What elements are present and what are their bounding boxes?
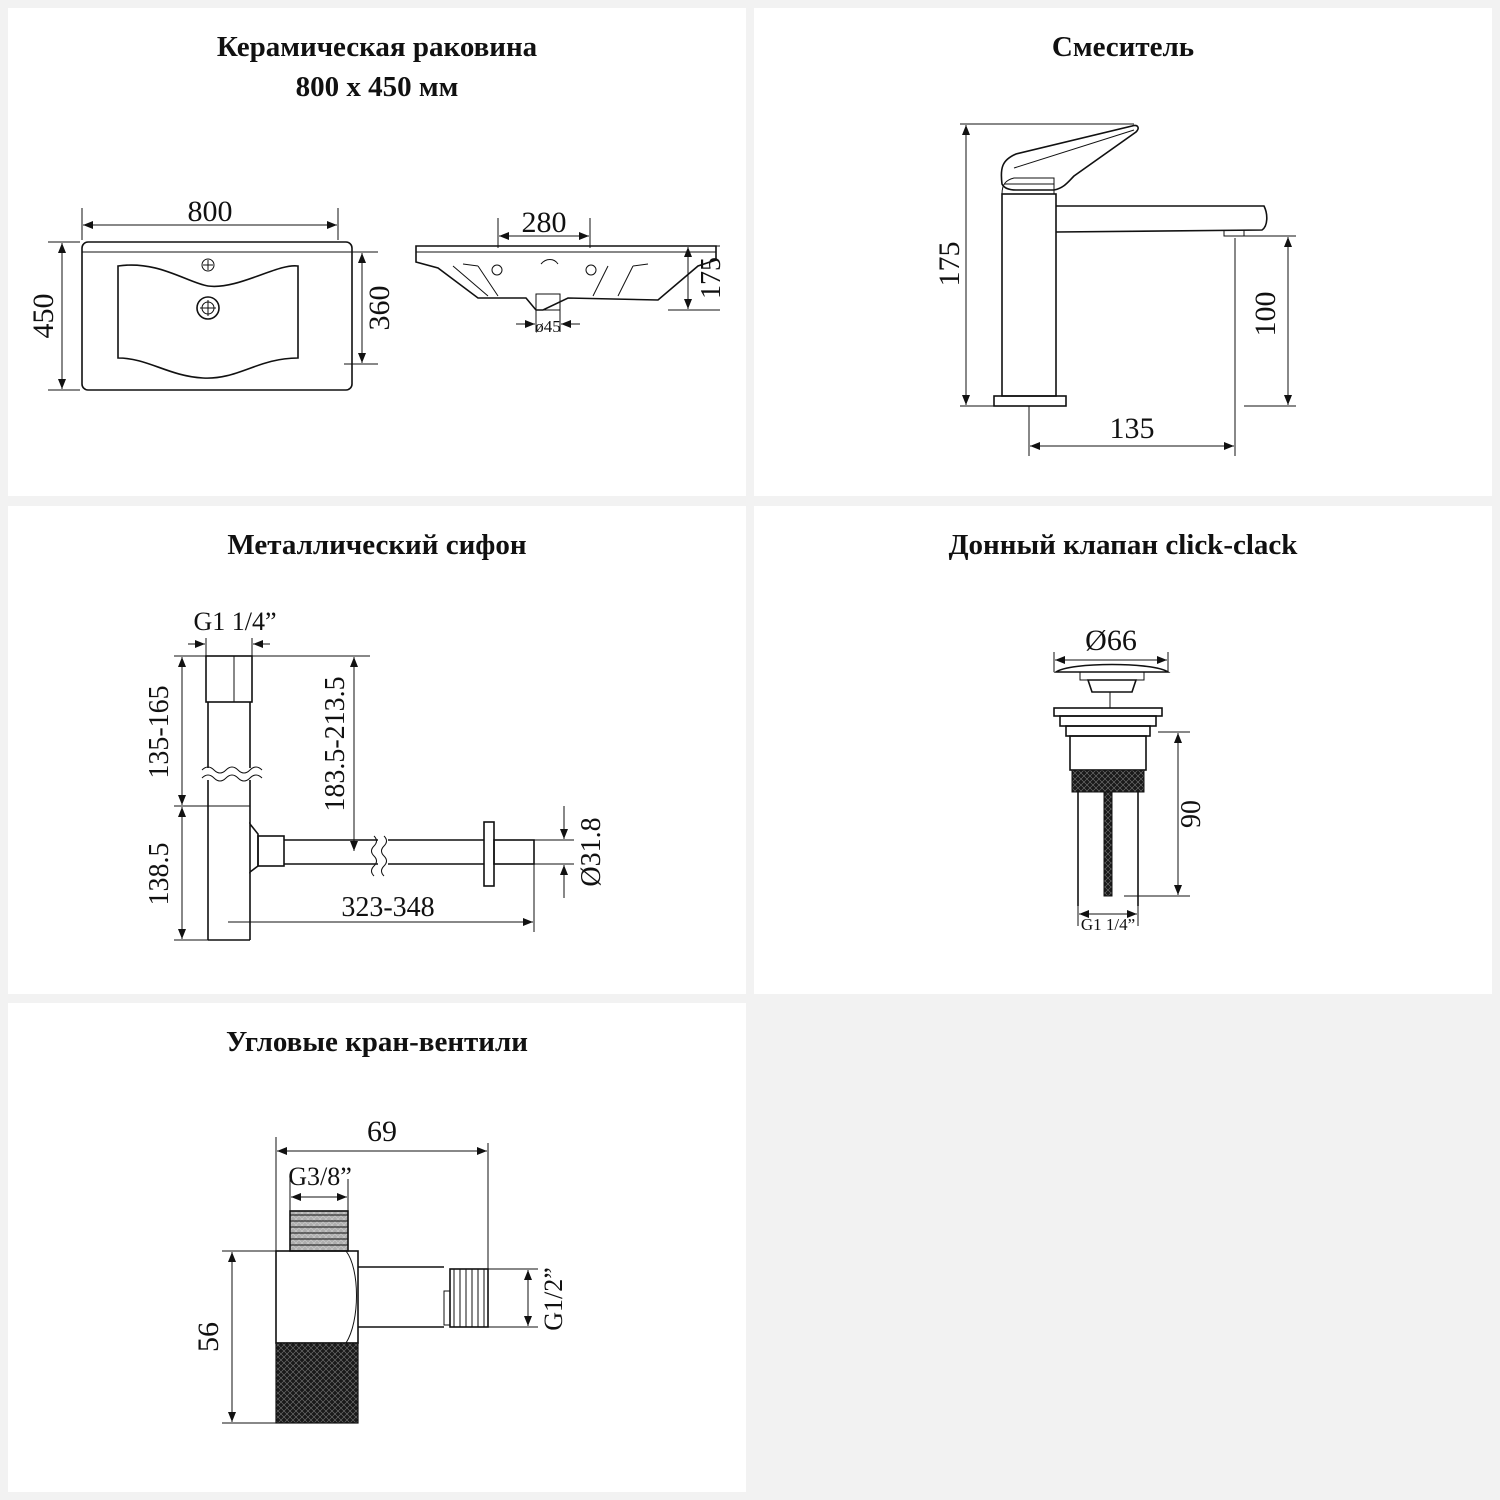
sink-width-label: 800 [188,195,233,228]
angle-valve-length-label: 69 [367,1115,397,1148]
bottom-valve-title: Донный клапан click-clack [948,529,1298,561]
angle-valves-panel: Угловые кран-вентили 69 G3/8” 56 [8,1003,746,1492]
sink-depth-label: 450 [27,294,60,339]
siphon-title: Металлический сифон [227,529,527,561]
angle-valve-outlet-label: G1/2” [539,1267,568,1331]
sink-height-label: 175 [696,257,727,299]
faucet-body [993,124,1268,407]
sink-top-view [81,241,353,391]
siphon-vertical-label: 183.5-213.5 [320,676,351,811]
valve-height-label: 90 [1176,800,1207,828]
faucet-height-label: 175 [933,242,966,287]
sink-side-width-label: 280 [522,206,567,239]
sink-bowl-label: 360 [363,286,396,331]
valve-thread-label: G1 1/4” [1081,915,1135,934]
sink-drain-label: ø45 [535,317,561,336]
sink-panel: Керамическая раковина 800 x 450 мм 800 4… [8,8,746,496]
sink-title-line1: Керамическая раковина [216,31,538,63]
siphon-panel: Металлический сифон G1 1/4” [8,506,746,994]
faucet-drawing: 175 100 135 [933,123,1296,456]
angle-valve-inlet-label: G3/8” [288,1162,352,1191]
angle-valve-body [275,1210,489,1424]
faucet-title: Смеситель [1051,31,1195,63]
siphon-body [201,655,535,941]
siphon-drawing: G1 1/4” 135-165 138.5 183.5-213.5 323-34… [144,607,607,941]
faucet-spout-height-label: 100 [1249,292,1282,337]
valve-cap-label: Ø66 [1085,624,1137,657]
angle-valves-drawing: 69 G3/8” 56 G1/2” [192,1115,568,1424]
angle-valve-height-label: 56 [192,1322,225,1352]
siphon-lower-label: 138.5 [144,843,175,906]
siphon-upper-label: 135-165 [144,685,175,778]
faucet-panel: Смеситель 175 100 135 [754,8,1492,496]
bottom-valve-panel: Донный клапан click-clack Ø66 90 G1 1/4” [754,506,1492,994]
empty-panel [754,1003,1492,1492]
sink-side-view [415,245,717,311]
sink-drawing: 800 450 360 280 175 ø45 [27,195,727,391]
siphon-length-label: 323-348 [341,892,434,923]
siphon-outlet-label: Ø31.8 [576,817,607,886]
sink-title-line2: 800 x 450 мм [295,71,459,103]
siphon-thread-label: G1 1/4” [193,607,276,636]
faucet-reach-label: 135 [1110,412,1155,445]
valve-body [1053,663,1171,906]
bottom-valve-drawing: Ø66 90 G1 1/4” [1053,624,1207,934]
angle-valves-title: Угловые кран-вентили [226,1026,528,1058]
